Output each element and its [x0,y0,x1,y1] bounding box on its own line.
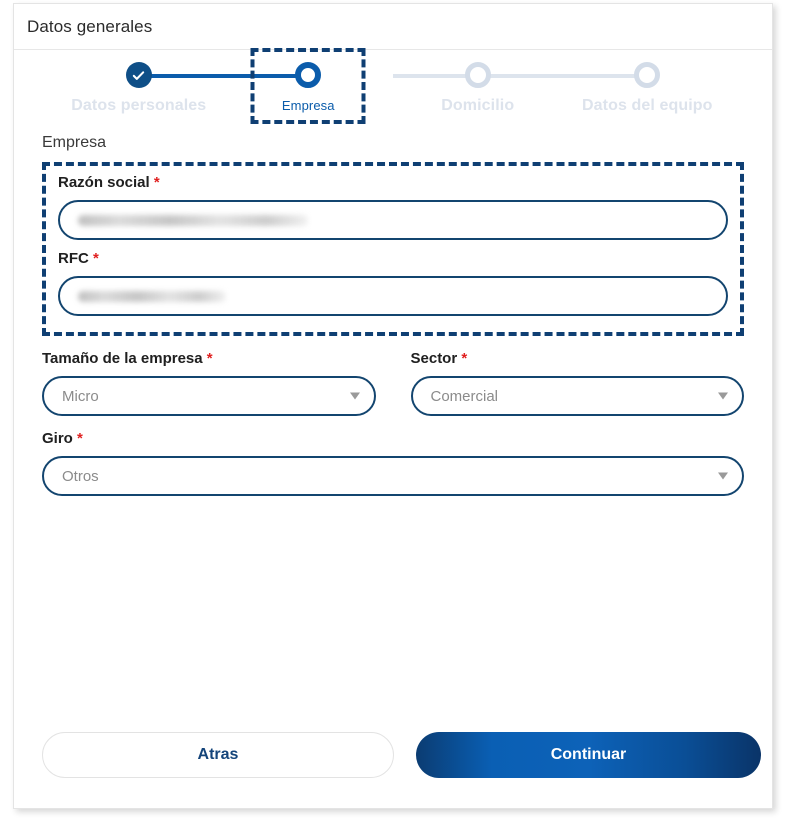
field-razon-social: Razón social * [58,174,728,240]
rfc-label-text: RFC [58,250,89,267]
required-asterisk: * [206,350,213,367]
razon-social-label: Razón social * [58,174,728,191]
redacted-value [78,214,308,226]
field-sector: Sector * Comercial [410,350,745,416]
chevron-down-icon [718,392,728,400]
field-tamano-empresa: Tamaño de la empresa * Micro [42,350,376,416]
focused-field-group: Razón social * RFC * [42,162,744,336]
tamano-selected-value: Micro [62,387,99,405]
sector-label-text: Sector [410,350,458,367]
step-label: Empresa [281,98,335,113]
form-body: Empresa Razón social * RFC * [14,128,772,732]
chevron-down-icon [349,392,360,400]
card-header: Datos generales [14,4,772,50]
giro-selected-value: Otros [62,467,99,485]
back-button[interactable]: Atras [42,732,394,778]
razon-social-input[interactable] [58,200,728,240]
step-empresa[interactable]: Empresa [223,48,394,124]
field-rfc: RFC * [58,250,728,316]
circle-icon [295,62,322,88]
sector-label: Sector * [411,350,745,367]
tamano-select[interactable]: Micro [42,376,376,416]
step-connector-rail [138,74,224,78]
step-connector-rail [562,74,648,78]
progress-stepper: Datos personales Empresa Domicilio D [14,48,772,128]
required-asterisk: * [461,350,468,367]
step-datos-personales[interactable]: Datos personales [54,62,224,124]
step-domicilio[interactable]: Domicilio [393,62,563,124]
step-label: Datos del equipo [582,97,713,114]
giro-label-text: Giro [42,430,73,447]
check-icon [125,62,152,88]
datos-generales-card: Datos generales Datos personales [13,3,773,809]
tamano-label: Tamaño de la empresa * [42,350,376,367]
step-connector-rail [223,74,309,78]
page-title: Datos generales [27,16,153,36]
required-asterisk: * [77,430,83,447]
form-footer: Atras Continuar [14,732,772,808]
circle-icon [634,62,661,88]
tamano-label-text: Tamaño de la empresa [42,350,203,367]
sector-select[interactable]: Comercial [410,376,744,416]
sector-selected-value: Comercial [430,387,499,405]
circle-icon [464,62,491,88]
step-label: Datos personales [71,97,207,114]
chevron-down-icon [718,472,728,480]
step-datos-del-equipo[interactable]: Datos del equipo [562,62,733,124]
redacted-value [78,290,226,302]
field-giro: Giro * Otros [42,430,744,496]
giro-select[interactable]: Otros [42,456,744,496]
rfc-input[interactable] [58,276,728,316]
continue-button[interactable]: Continuar [416,732,761,778]
rfc-label: RFC * [58,250,728,267]
razon-social-label-text: Razón social [58,174,150,191]
required-asterisk: * [153,174,160,191]
step-label: Domicilio [441,97,515,114]
focus-outline [250,48,366,124]
size-sector-row: Tamaño de la empresa * Micro Sector * Co… [42,350,744,416]
required-asterisk: * [93,250,99,267]
section-title: Empresa [42,134,107,151]
giro-label: Giro * [42,430,744,447]
